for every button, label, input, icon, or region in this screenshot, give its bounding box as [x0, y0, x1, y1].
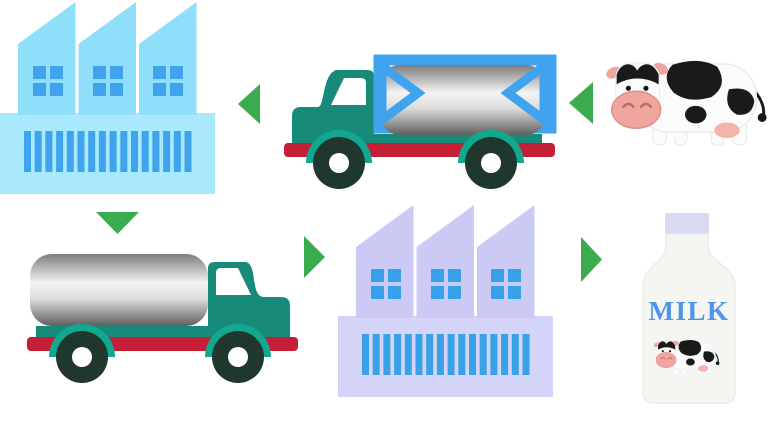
arrow-left-icon	[238, 84, 260, 124]
arrow-right-icon	[304, 236, 325, 278]
cab-window	[331, 78, 366, 105]
milk-label: MILK	[648, 296, 729, 326]
arrow-right-icon	[581, 237, 602, 282]
cab-window	[216, 268, 251, 295]
arrow-down-icon	[96, 212, 139, 234]
milk-delivery-truck-icon	[24, 240, 304, 385]
arrow-left-icon	[569, 82, 593, 124]
bottle-cap	[665, 213, 709, 235]
processing-plant-icon	[338, 205, 556, 397]
milk-tanker-truck-icon	[278, 50, 558, 190]
cow-icon	[602, 50, 768, 150]
dairy-factory-icon	[0, 2, 218, 194]
milk-bottle-icon: MILK	[635, 207, 745, 407]
